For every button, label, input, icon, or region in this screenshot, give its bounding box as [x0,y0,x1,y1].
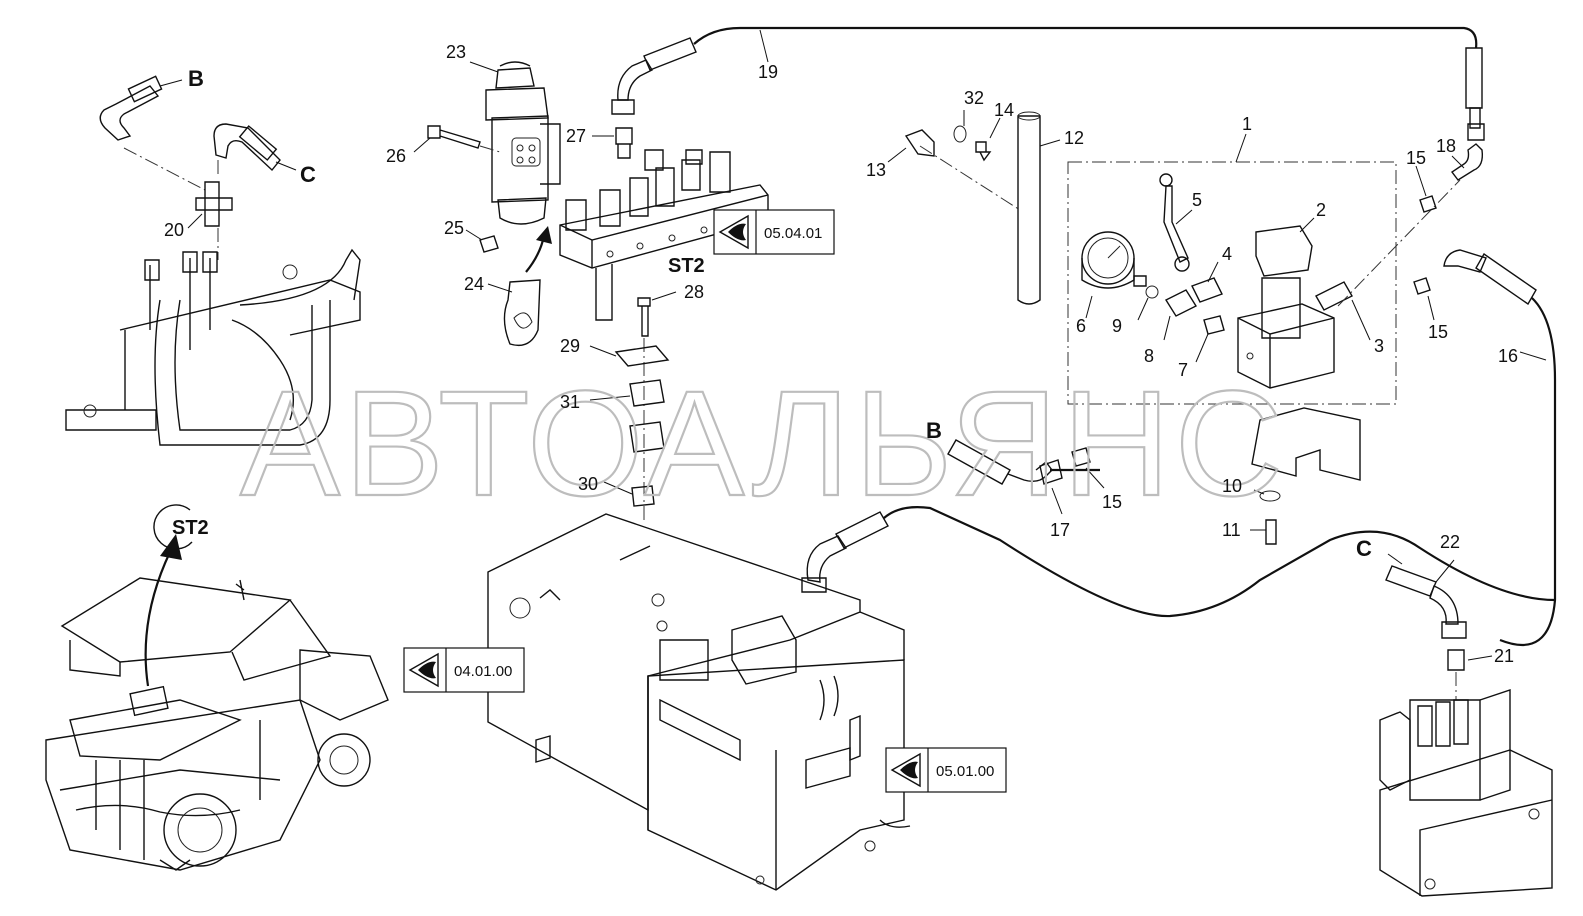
connector-label-c: C [1356,536,1372,561]
part-number: 31 [560,392,580,412]
part-number: 15 [1428,322,1448,342]
paver-machine [45,534,389,871]
hose-16 [1443,249,1557,646]
part-numbers: 1 2 3 4 5 6 7 8 9 10 11 12 13 14 15 15 1… [164,42,1518,666]
reference-code: 05.04.01 [764,225,822,242]
connector-c-group [1379,553,1553,897]
part-number: 11 [1222,520,1241,540]
hose-17 [947,439,1105,515]
part-number: 27 [566,126,586,146]
solenoid-valve-assembly [413,61,633,347]
watermark: АВТОАЛЬЯНС [240,359,1287,527]
part-number: 12 [1064,128,1084,148]
view-reference-04-01-00[interactable]: 04.01.00 [403,647,525,693]
part-number: 6 [1076,316,1086,336]
part-number: 30 [578,474,598,494]
reference-code: 05.01.00 [936,763,994,780]
part-number: 7 [1178,360,1188,380]
part-number: 28 [684,282,704,302]
view-reference-05-01-00[interactable]: 05.01.00 [885,747,1007,793]
part-number: 32 [964,88,984,108]
view-reference-05-04-01[interactable]: 05.04.01 [713,209,835,255]
part-number: 2 [1316,200,1326,220]
part-number: 22 [1440,532,1460,552]
part-number: 17 [1050,520,1070,540]
hand-pump-assembly [1067,133,1484,545]
part-number: 18 [1436,136,1456,156]
part-number: 19 [758,62,778,82]
location-label-st2: ST2 [668,255,705,277]
hose-19 [611,26,1485,141]
part-number: 29 [560,336,580,356]
part-number: 26 [386,146,406,166]
connector-label-c: C [300,162,316,187]
part-number: 9 [1112,316,1122,336]
part-number: 15 [1406,148,1426,168]
eye-icon [408,652,439,688]
part-number: 10 [1222,476,1242,496]
bracket-stack [589,291,677,520]
connector-label-b: B [926,418,942,443]
return-hose [801,506,1556,618]
location-badge-st2: ST2 [153,504,209,550]
eye-icon [890,752,921,788]
part-number: 15 [1102,492,1122,512]
connector-label-b: B [188,66,204,91]
eye-icon [718,214,749,250]
part-number: 5 [1192,190,1202,210]
hydraulic-tank [487,513,911,891]
part-number: 8 [1144,346,1154,366]
part-number: 1 [1242,114,1252,134]
part-number: 14 [994,100,1014,120]
part-number: 25 [444,218,464,238]
mounting-bracket-parts [887,110,1061,305]
part-number: 16 [1498,346,1518,366]
location-badge-text: ST2 [172,517,209,539]
part-number: 13 [866,160,886,180]
tee-fitting-assembly [65,75,361,446]
part-number: 21 [1494,646,1514,666]
part-number: 23 [446,42,466,62]
part-number: 20 [164,220,184,240]
part-number: 3 [1374,336,1384,356]
part-number: 4 [1222,244,1232,264]
part-number: 24 [464,274,484,294]
reference-code: 04.01.00 [454,663,512,680]
